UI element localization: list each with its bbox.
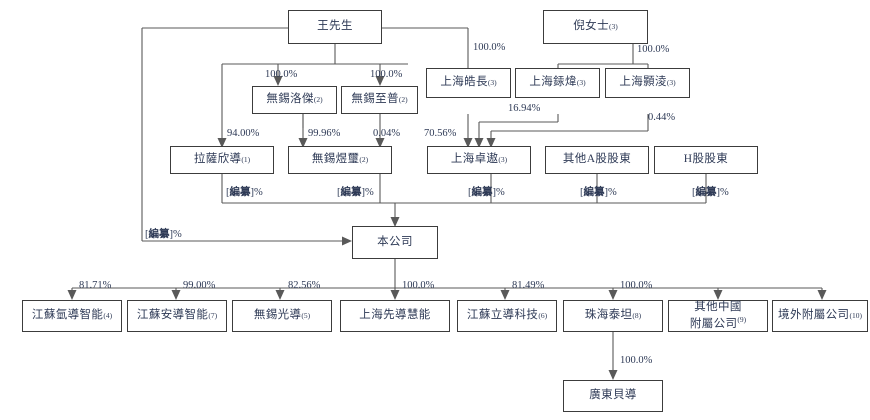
entity-box-shanghai-haoling[interactable]: 上海顥淩(3) [605, 68, 690, 98]
entity-label: 上海卓遨 [450, 153, 499, 166]
entity-label: 拉薩欣導 [193, 153, 242, 166]
entity-label: 上海皓長 [440, 76, 488, 89]
entity-box-shanghai-youwei[interactable]: 上海銾煒(3) [515, 68, 600, 98]
entity-label: 廣東貝導 [589, 389, 637, 402]
pct-haoling-to-zhuoao: 0.44% [648, 112, 676, 123]
entity-footnote: (7) [208, 310, 218, 320]
entity-label: 江蘇立導科技 [466, 309, 539, 322]
entity-box-wuxi-guangdao[interactable]: 無錫光導(5) [232, 300, 332, 332]
entity-footnote: (2) [359, 154, 369, 164]
entity-box-other-a-shareholders[interactable]: 其他A股股東 [545, 146, 649, 174]
entity-label: 倪女士 [573, 20, 609, 33]
entity-box-other-china-subsidiaries[interactable]: 其他中國 附屬公司(9) [668, 300, 768, 332]
entity-box-guangdong-beidao[interactable]: 廣東貝導 [563, 380, 663, 412]
pct-lasa-to-company: [編纂]% [226, 187, 263, 198]
entity-footnote: (9) [737, 315, 747, 325]
pct-ni-to-subsidiaries: 100.0% [637, 44, 670, 55]
pct-zhuoao-to-company: [編纂]% [468, 187, 505, 198]
entity-label-line2: 附屬公司(9) [689, 315, 747, 330]
pct-youwei-to-zhuoao: 16.94% [508, 103, 541, 114]
pct-luojie-to-yuxi: 99.96% [308, 128, 341, 139]
pct-company-to-qingdao: 81.71% [79, 280, 112, 291]
pct-wang-to-luojie: 100.0% [265, 69, 298, 80]
entity-box-shanghai-zhuoao[interactable]: 上海卓遨(3) [427, 146, 531, 174]
entity-box-zhuhai-taitan[interactable]: 珠海泰坦(8) [563, 300, 663, 332]
entity-label: 江蘇氫導智能 [31, 309, 104, 322]
entity-footnote: (3) [608, 21, 618, 31]
pct-company-to-taitan: 100.0% [620, 280, 653, 291]
entity-label: 上海顥淩 [619, 76, 667, 89]
entity-box-h-shareholders[interactable]: H股股東 [654, 146, 758, 174]
entity-footnote: (3) [487, 77, 497, 87]
entity-footnote: (2) [313, 94, 323, 104]
entity-footnote: (3) [498, 154, 508, 164]
entity-footnote: (3) [576, 77, 586, 87]
pct-taitan-to-beidao: 100.0% [620, 355, 653, 366]
pct-other-a-to-company: [編纂]% [580, 187, 617, 198]
pct-company-to-lidao: 81.49% [512, 280, 545, 291]
pct-haochang-to-zhuoao: 70.56% [424, 128, 457, 139]
pct-luojie-to-lasa: 94.00% [227, 128, 260, 139]
entity-label: 無錫至普 [351, 93, 399, 106]
pct-company-to-xiandao: 100.0% [402, 280, 435, 291]
entity-footnote: (2) [398, 94, 408, 104]
entity-box-lasa-xindao[interactable]: 拉薩欣導(1) [170, 146, 274, 174]
entity-label: 上海銾煒 [529, 76, 577, 89]
entity-footnote: (4) [103, 310, 113, 320]
entity-box-shanghai-xiandao[interactable]: 上海先導慧能 [340, 300, 450, 332]
entity-box-company[interactable]: 本公司 [352, 226, 438, 259]
entity-footnote: (3) [666, 77, 676, 87]
entity-label: 王先生 [317, 20, 353, 33]
entity-label: 其他A股股東 [562, 153, 632, 166]
entity-label: 本公司 [377, 235, 413, 248]
entity-footnote: (1) [241, 154, 251, 164]
entity-label: 上海先導慧能 [359, 309, 431, 322]
entity-box-overseas-subsidiaries[interactable]: 境外附屬公司(10) [772, 300, 868, 332]
entity-footnote: (6) [538, 310, 548, 320]
entity-box-ni[interactable]: 倪女士(3) [543, 10, 648, 44]
entity-box-jiangsu-andao[interactable]: 江蘇安導智能(7) [127, 300, 227, 332]
entity-box-shanghai-haochang[interactable]: 上海皓長(3) [426, 68, 511, 98]
entity-label: 無錫光導 [253, 309, 302, 322]
entity-label-line1: 其他中國 [694, 301, 742, 314]
entity-box-wuxi-zhipu[interactable]: 無錫至普(2) [341, 86, 418, 114]
entity-label: 無錫煜璽 [311, 153, 360, 166]
entity-footnote: (10) [849, 310, 862, 320]
entity-label: 境外附屬公司 [778, 309, 850, 322]
entity-label: 無錫洛傑 [266, 93, 314, 106]
pct-wang-to-company: [編纂]% [145, 229, 182, 240]
entity-box-wuxi-yuxi[interactable]: 無錫煜璽(2) [288, 146, 392, 174]
entity-label: 江蘇安導智能 [136, 309, 209, 322]
pct-zhipu-to-yuxi: 0.04% [373, 128, 401, 139]
pct-company-to-andao: 99.00% [183, 280, 216, 291]
entity-box-wang[interactable]: 王先生 [288, 10, 382, 44]
pct-wang-to-zhipu: 100.0% [370, 69, 403, 80]
pct-company-to-guangdao: 82.56% [288, 280, 321, 291]
entity-footnote: (8) [632, 310, 642, 320]
pct-h-to-company: [編纂]% [692, 187, 729, 198]
pct-yuxi-to-company: [編纂]% [337, 187, 374, 198]
entity-label: H股股東 [683, 153, 729, 166]
entity-footnote: (5) [301, 310, 311, 320]
entity-box-jiangsu-qingdao[interactable]: 江蘇氫導智能(4) [22, 300, 122, 332]
pct-wang-to-haochang: 100.0% [473, 42, 506, 53]
entity-label: 珠海泰坦 [584, 309, 633, 322]
entity-box-wuxi-luojie[interactable]: 無錫洛傑(2) [252, 86, 337, 114]
entity-box-jiangsu-lidao[interactable]: 江蘇立導科技(6) [457, 300, 557, 332]
